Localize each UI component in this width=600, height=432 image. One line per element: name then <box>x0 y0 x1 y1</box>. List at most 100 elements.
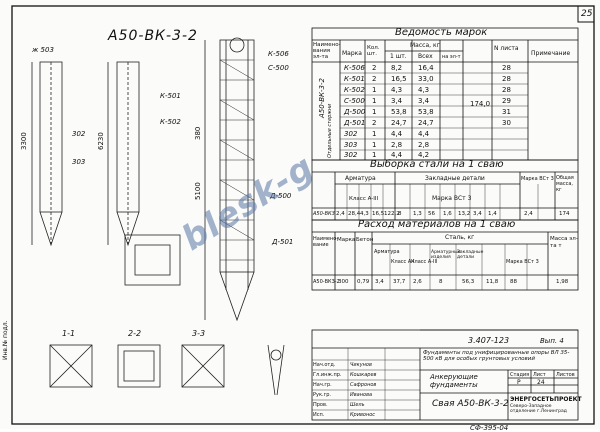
mat-val: 56,3 <box>462 279 475 285</box>
description: Фундаменты под унифицированные опоры ВЛ … <box>423 350 570 362</box>
mat-val: 8 <box>439 279 443 285</box>
steel-val: 16,5 <box>372 211 385 217</box>
steel-sub-3: Марка ВСт 3 <box>521 176 554 182</box>
marks-element-total: 174,0 <box>470 100 491 108</box>
marks-row-qty: 1 <box>372 130 377 138</box>
series-code: 3.407-123 <box>468 336 510 345</box>
sheet-name: Свая A50-ВК-3-2 <box>432 399 509 409</box>
section: Анкерующие фундаменты <box>430 373 478 389</box>
mat-sub-2: Класс A-III <box>411 259 438 265</box>
marks-table-title: Ведомость марок <box>395 27 488 38</box>
steel-val: 28,4 <box>348 211 361 217</box>
materials-table-grid <box>311 219 579 291</box>
bar-label-1: К-501 <box>160 92 181 100</box>
marks-row-wall: 4,4 <box>418 130 430 138</box>
marks-row-wall: 4,3 <box>418 86 430 94</box>
materials-table-title: Расход материалов на 1 сваю <box>358 219 516 230</box>
steel-sub-1: Арматура <box>345 175 376 182</box>
steel-table-title: Выборка стали на 1 сваю <box>370 159 504 170</box>
marks-row-sheet: 28 <box>502 86 511 94</box>
steel-val: 1,4 <box>488 211 497 217</box>
marks-h-7: N листа <box>494 45 519 52</box>
marks-row-mark: К-506 <box>344 64 365 72</box>
dim-4: 380 <box>194 126 202 140</box>
marks-row-w1: 8,2 <box>391 64 403 72</box>
mat-sub-0: Арматура <box>374 249 400 255</box>
steel-sub-4: Общая масса, кг <box>556 175 574 193</box>
marks-row-w1: 24,7 <box>391 119 407 127</box>
marks-row-qty: 1 <box>372 97 377 105</box>
sheets-label: Листов <box>556 372 575 378</box>
sheet-label: Лист <box>533 372 546 378</box>
title-block-grid <box>311 329 579 421</box>
bar-label-3: К-506 <box>268 50 289 58</box>
marks-row-mark: Д-500 <box>344 108 366 116</box>
marks-row-qty: 2 <box>372 64 377 72</box>
mat-val: 300 <box>338 279 349 285</box>
marks-row-wall: 53,8 <box>418 108 434 116</box>
mat-sub-5: Марка ВСт 3 <box>506 259 539 265</box>
role: Исп. <box>313 412 325 418</box>
stage: Р <box>517 379 521 386</box>
person-name: Кошкарев <box>350 372 377 378</box>
marks-row-sheet: 31 <box>502 108 511 116</box>
view-label-2: 2-2 <box>128 329 142 338</box>
marks-row-mark: С-500 <box>344 97 365 105</box>
view-label-1: 1-1 <box>62 329 76 338</box>
sheet-frame <box>11 5 595 425</box>
person-name: Кривонос <box>350 412 376 418</box>
org-sub: Северо-Западное отделение г.Ленинград <box>510 404 567 414</box>
sheet-no: 24 <box>537 379 545 386</box>
marks-h-5: Всех <box>418 53 433 60</box>
doc-code: СФ-395-04 <box>470 424 509 432</box>
marks-row-wall: 3,4 <box>418 97 430 105</box>
marks-row-wall: 16,4 <box>418 64 434 72</box>
marks-h-6: на эл-т <box>442 54 461 60</box>
steel-val: 122,2 <box>384 211 400 217</box>
marks-row-wall: 24,7 <box>418 119 434 127</box>
left-stamp: Инв.№ подл. <box>2 320 9 361</box>
mat-sub-1: Класс A-I <box>391 259 415 265</box>
marks-row-wall: 33,0 <box>418 75 434 83</box>
marks-h-1: Марка <box>342 50 362 57</box>
pile-elevation-views <box>31 37 285 396</box>
marks-h-8: Примечание <box>531 50 571 57</box>
person-name: Чикунов <box>350 362 372 368</box>
mat-h-0: Наимено-вание <box>313 236 339 248</box>
steel-row-head: A50-ВК3 <box>313 211 335 217</box>
person-name: Шель <box>350 402 365 408</box>
steel-val: 2,4 <box>336 211 345 217</box>
steel-val: 13,2 <box>458 211 471 217</box>
dim-2: 6230 <box>97 132 105 150</box>
role: Рук.гр. <box>313 392 331 398</box>
issue: Вып. 4 <box>540 337 564 345</box>
steel-val: 1,3 <box>413 211 422 217</box>
marks-group-label: A50-ВК-3-2 <box>318 78 326 118</box>
marks-row-sheet: 28 <box>502 75 511 83</box>
person-name: Сафронов <box>350 382 377 388</box>
steel-val: 3,4 <box>473 211 482 217</box>
mat-val: 11,8 <box>486 279 499 285</box>
role: Нач.гр. <box>313 382 332 388</box>
marks-h-3: Масса, кг <box>410 42 440 49</box>
marks-row-w1: 4,3 <box>391 86 403 94</box>
marks-row-qty: 1 <box>372 108 377 116</box>
mat-val: 3,4 <box>375 279 384 285</box>
bar-label-8: 303 <box>72 158 86 166</box>
drawing-title: A50-ВК-3-2 <box>108 28 198 44</box>
view-label-3: 3-3 <box>192 329 206 338</box>
marks-row-qty: 2 <box>372 119 377 127</box>
bar-label-5: Д-500 <box>270 192 292 200</box>
marks-row-qty: 1 <box>372 86 377 94</box>
mat-h-2: Бетон <box>356 237 374 243</box>
mat-h-1: Марка <box>337 237 356 243</box>
marks-row-sheet: 29 <box>502 97 511 105</box>
steel-sub-2: Закладные детали <box>425 175 485 182</box>
mat-val: 37,7 <box>393 279 406 285</box>
mat-h-4: Масса эл-та т <box>550 236 578 249</box>
bar-label-6: Д-501 <box>272 238 294 246</box>
mat-val: 1,98 <box>556 279 569 285</box>
steel-val: 4,3 <box>360 211 369 217</box>
